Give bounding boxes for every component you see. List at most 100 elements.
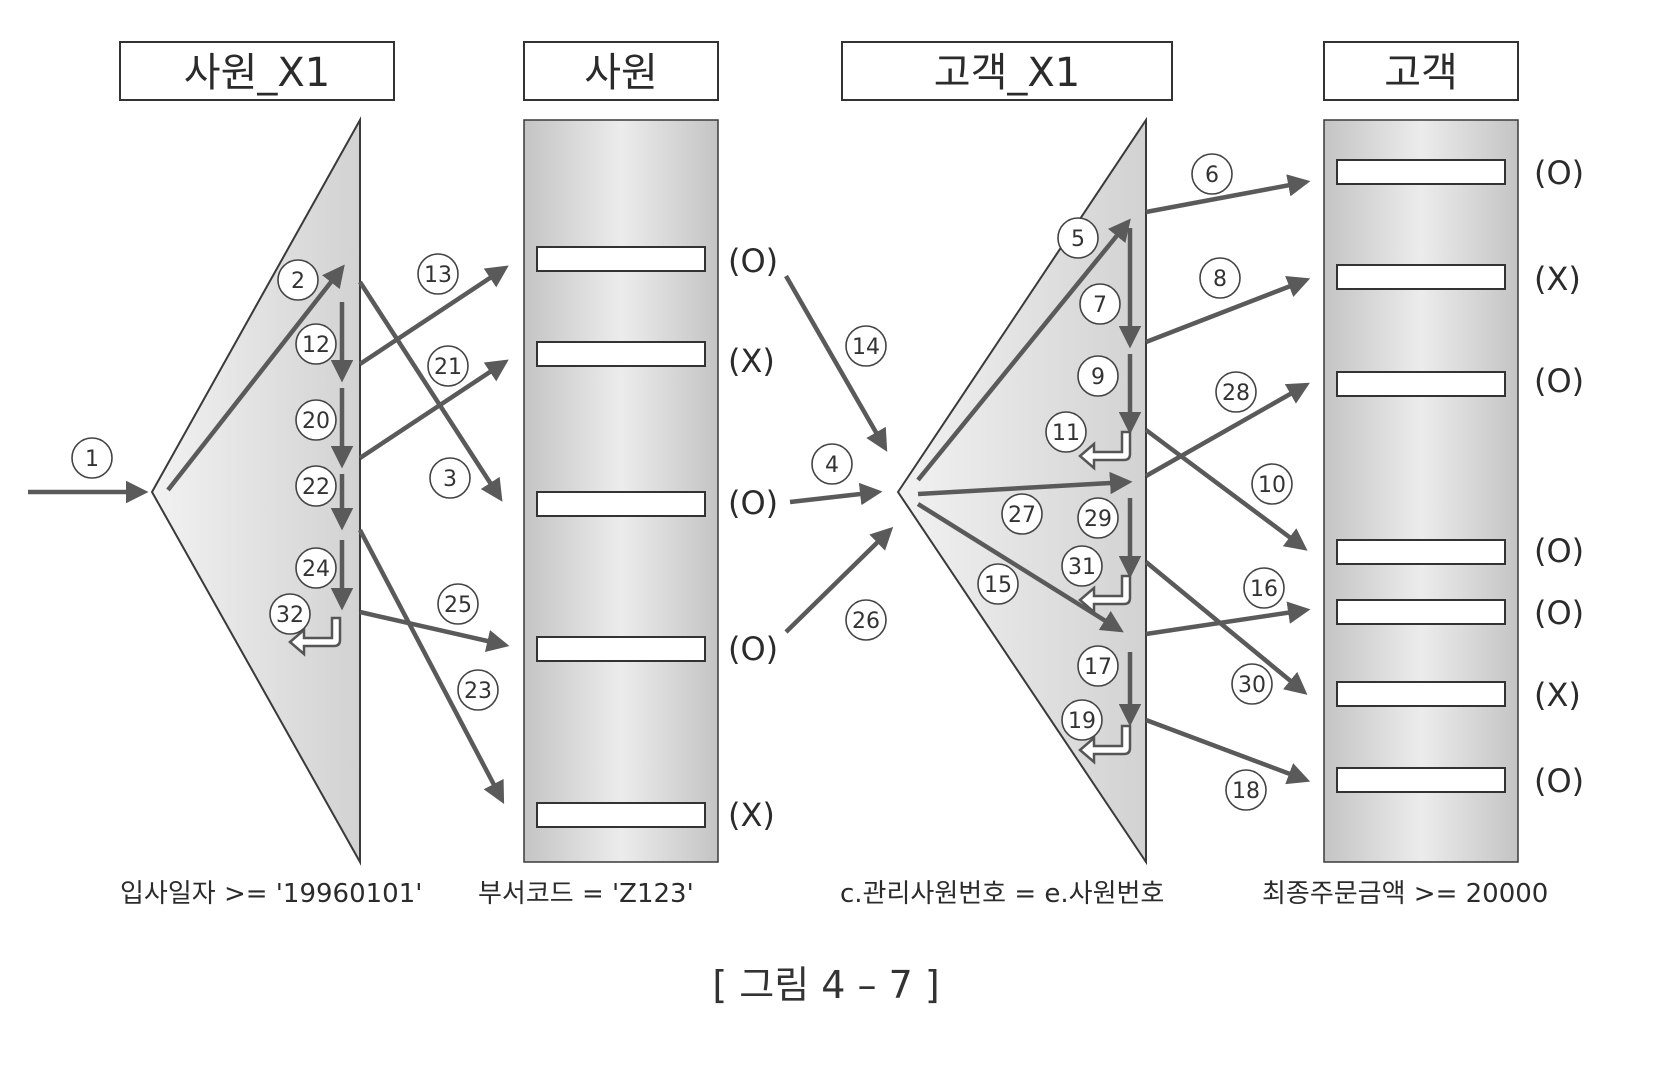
- emp-row-4: [536, 636, 706, 662]
- step-6: 6: [1191, 153, 1233, 195]
- step-9: 9: [1077, 355, 1119, 397]
- step-17-label: 17: [1084, 655, 1112, 680]
- cust-row-2-mark: (X): [1534, 260, 1581, 298]
- header-emp-index-label: 사원_X1: [184, 50, 330, 96]
- mid-arrows: [784, 274, 894, 634]
- step-19: 19: [1061, 699, 1103, 741]
- emp-row-1: [536, 246, 706, 272]
- uturn-19: [1078, 724, 1132, 765]
- uturn-31: [1078, 574, 1132, 615]
- step-13-label: 13: [424, 263, 452, 288]
- step-15-label: 15: [984, 573, 1012, 598]
- step-6-label: 6: [1205, 163, 1219, 188]
- condition-cust-table: 최종주문금액 >= 20000: [1262, 879, 1548, 909]
- arrow-30: [1144, 560, 1308, 695]
- arrow-28: [1144, 382, 1310, 478]
- emp-row-1-mark: (O): [728, 242, 778, 280]
- emp-row-3-mark: (O): [728, 484, 778, 522]
- step-26: 26: [845, 599, 887, 641]
- step-21: 21: [427, 345, 469, 387]
- uturn-32: [288, 616, 342, 657]
- arrow-4: [789, 482, 883, 506]
- step-10-label: 10: [1258, 473, 1286, 498]
- condition-emp-table: 부서코드 = 'Z123': [478, 879, 694, 909]
- step-16: 16: [1243, 567, 1285, 609]
- cust-row-6: [1336, 681, 1506, 707]
- cust-row-7-mark: (O): [1534, 762, 1584, 800]
- header-cust-table: 고객: [1323, 41, 1519, 101]
- cust-row-5: [1336, 599, 1506, 625]
- arrow-23: [358, 528, 505, 804]
- step-32-label: 32: [276, 603, 304, 628]
- step-5-label: 5: [1071, 227, 1085, 252]
- condition-emp-index: 입사일자 >= '19960101': [120, 879, 422, 909]
- step-14: 14: [845, 325, 887, 367]
- step-29: 29: [1077, 497, 1119, 539]
- step-12: 12: [295, 323, 337, 365]
- step-11: 11: [1045, 411, 1087, 453]
- arrow-13: [358, 265, 509, 366]
- step-29-label: 29: [1084, 507, 1112, 532]
- step-1-label: 1: [85, 447, 99, 472]
- emp-row-3: [536, 491, 706, 517]
- step-27-label: 27: [1008, 503, 1036, 528]
- step-3-label: 3: [443, 467, 457, 492]
- step-7: 7: [1079, 283, 1121, 325]
- cust-row-2: [1336, 264, 1506, 290]
- cust-row-7: [1336, 767, 1506, 793]
- arrow-16: [1145, 601, 1311, 637]
- arrow-18: [1145, 717, 1311, 785]
- step-8: 8: [1199, 257, 1241, 299]
- figure-caption: [ 그림 4 – 7 ]: [712, 963, 939, 1007]
- step-13: 13: [417, 253, 459, 295]
- step-18-label: 18: [1232, 779, 1260, 804]
- step-5: 5: [1057, 217, 1099, 259]
- step-32: 32: [269, 593, 311, 635]
- arrow-3: [358, 280, 503, 502]
- header-cust-index-label: 고객_X1: [934, 50, 1080, 96]
- arrow-26: [784, 526, 894, 634]
- cust-row-3-mark: (O): [1534, 362, 1584, 400]
- cust-row-1: [1336, 159, 1506, 185]
- cust-row-3: [1336, 371, 1506, 397]
- step-14-label: 14: [852, 335, 880, 360]
- cust-row-5-mark: (O): [1534, 594, 1584, 632]
- cust-arrows: [916, 174, 1311, 785]
- step-16-label: 16: [1250, 577, 1278, 602]
- step-8-label: 8: [1213, 267, 1227, 292]
- cust-row-4-mark: (O): [1534, 532, 1584, 570]
- arrow-5: [916, 218, 1131, 482]
- step-22: 22: [295, 465, 337, 507]
- arrow-25: [359, 609, 510, 652]
- step-18: 18: [1225, 769, 1267, 811]
- step-10: 10: [1251, 463, 1293, 505]
- step-20: 20: [295, 399, 337, 441]
- step-12-label: 12: [302, 333, 330, 358]
- step-26-label: 26: [852, 609, 880, 634]
- step-9-label: 9: [1091, 365, 1105, 390]
- header-emp-table-label: 사원: [584, 50, 658, 96]
- step-3: 3: [429, 457, 471, 499]
- arrow-2: [166, 264, 345, 492]
- step-15: 15: [977, 563, 1019, 605]
- arrow-21: [358, 359, 509, 460]
- step-23-label: 23: [464, 679, 492, 704]
- step-1: 1: [71, 437, 113, 479]
- step-22-label: 22: [302, 475, 330, 500]
- cust-row-1-mark: (O): [1534, 154, 1584, 192]
- step-25-label: 25: [444, 593, 472, 618]
- emp-row-5-mark: (X): [728, 796, 775, 834]
- emp-row-2: [536, 341, 706, 367]
- step-30-label: 30: [1238, 673, 1266, 698]
- step-17: 17: [1077, 645, 1119, 687]
- emp-row-5: [536, 802, 706, 828]
- step-11-label: 11: [1052, 421, 1080, 446]
- cust-row-4: [1336, 539, 1506, 565]
- cust-row-6-mark: (X): [1534, 676, 1581, 714]
- header-emp-index: 사원_X1: [119, 41, 395, 101]
- uturn-11: [1078, 430, 1132, 471]
- header-cust-table-label: 고객: [1384, 50, 1458, 96]
- step-20-label: 20: [302, 409, 330, 434]
- step-4: 4: [811, 443, 853, 485]
